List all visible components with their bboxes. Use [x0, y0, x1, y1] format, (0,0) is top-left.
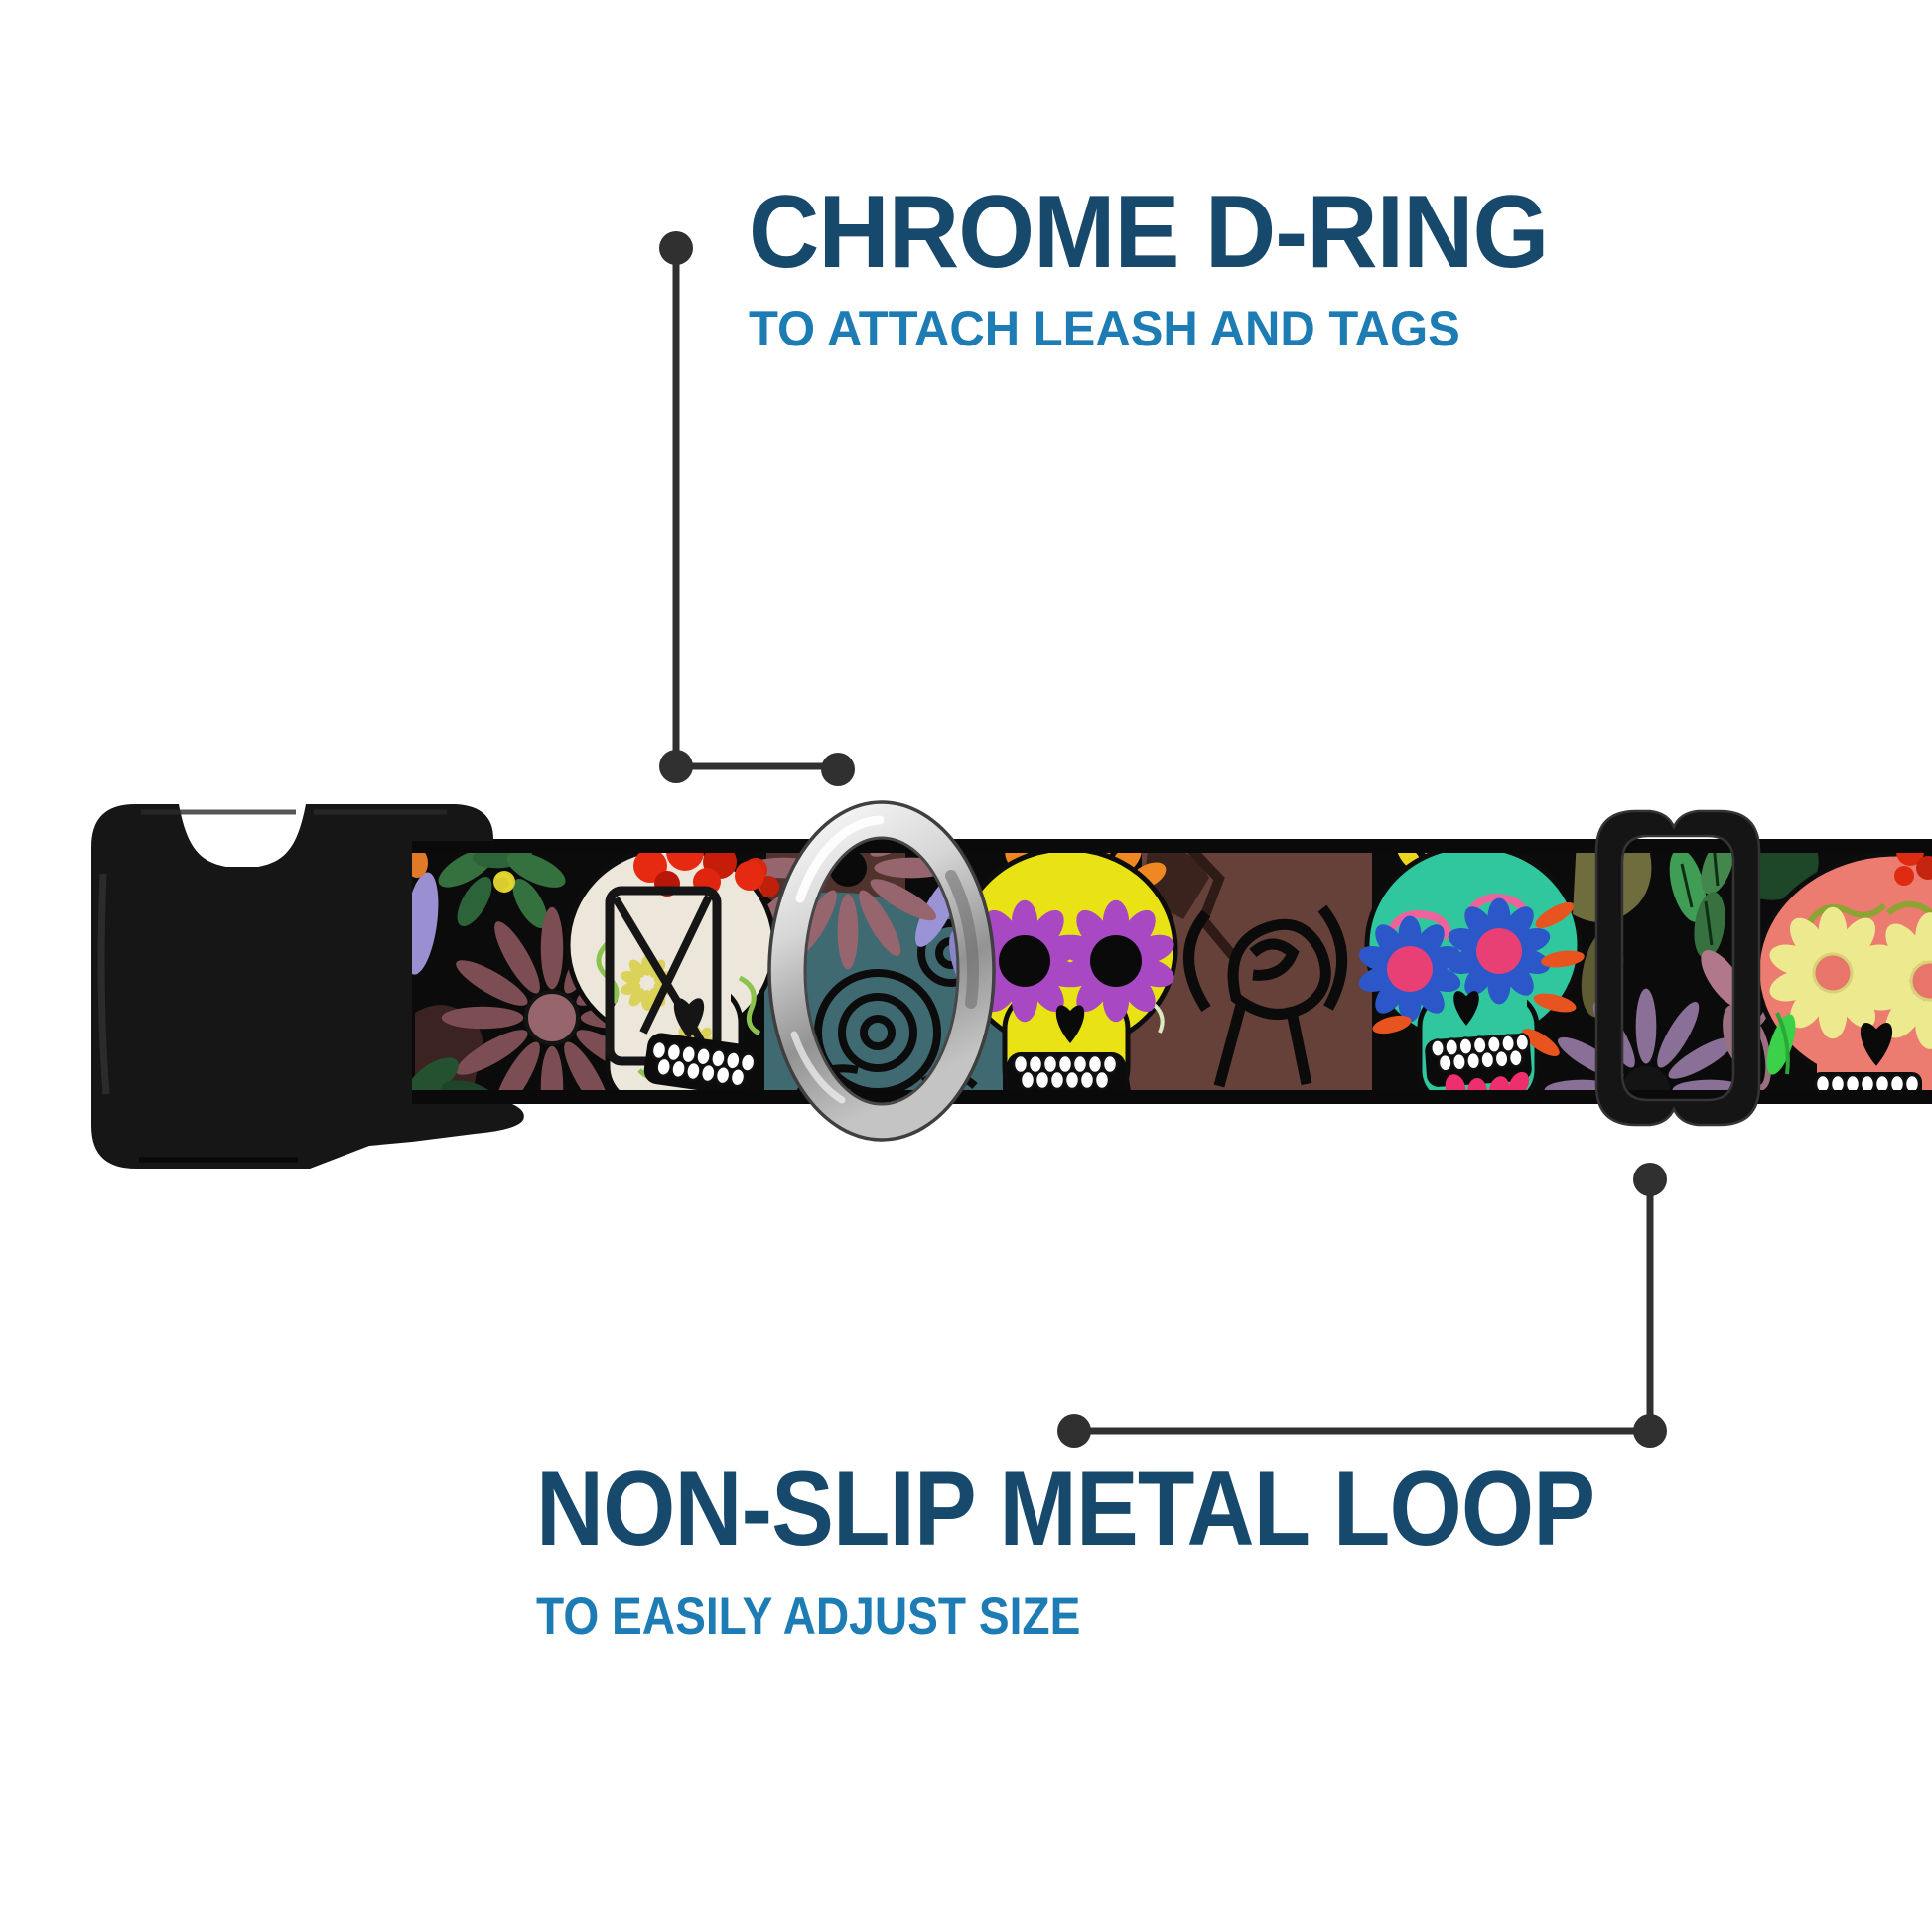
- side-release-buckle: [91, 804, 524, 1169]
- callout-dring-title: CHROME D-RING: [749, 175, 1549, 290]
- sugar-skull-coral: [1738, 839, 1932, 1104]
- callout-loop-title: NON-SLIP METAL LOOP: [536, 1449, 1595, 1568]
- callout-1-target-dot: [821, 753, 855, 786]
- d-ring: [767, 800, 996, 1142]
- callout-2-target-dot: [1633, 1163, 1667, 1196]
- callout-dring-subtitle: TO ATTACH LEASH AND TAGS: [749, 301, 1460, 356]
- adjustment-slider: [1594, 809, 1761, 1127]
- brown-rose-linework: [1183, 904, 1348, 1088]
- callout-2-elbow-dot: [1633, 1414, 1667, 1448]
- sugar-skull-yellow: [956, 839, 1178, 1104]
- callout-2-label-dot: [1057, 1414, 1091, 1448]
- callout-connectors: [672, 248, 1654, 1435]
- callout-dots: [659, 231, 1667, 1448]
- sugar-skull-white: [565, 839, 777, 1104]
- callout-1-label-dot: [659, 231, 693, 265]
- callout-loop-subtitle: TO EASILY ADJUST SIZE: [536, 1587, 1081, 1646]
- webbing: [409, 839, 1932, 1104]
- callout-1-elbow-dot: [659, 750, 693, 783]
